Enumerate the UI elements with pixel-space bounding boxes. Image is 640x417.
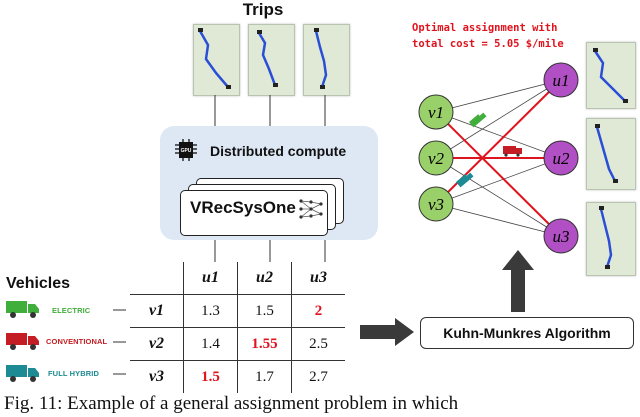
table-row: v3 1.5 1.7 2.7 bbox=[130, 360, 345, 393]
cost-matrix-table: u1 u2 u3 v1 1.3 1.5 2 v2 1.4 1.55 2.5 v3… bbox=[130, 262, 345, 393]
node-label: v2 bbox=[428, 149, 445, 168]
route-icon bbox=[198, 28, 231, 89]
truck-hybrid-icon bbox=[6, 363, 40, 388]
column-header: u2 bbox=[237, 262, 292, 295]
optimal-edges bbox=[435, 79, 562, 237]
row-header: v1 bbox=[130, 294, 184, 328]
trip-map-right-2 bbox=[586, 118, 636, 190]
node-v2: v2 bbox=[418, 140, 454, 176]
truck-on-edge-icon bbox=[456, 172, 474, 188]
optimal-line-1: Optimal assignment with bbox=[412, 22, 558, 34]
row-header: v3 bbox=[130, 360, 184, 393]
route-icon bbox=[595, 124, 618, 183]
truck-on-edge-icon bbox=[469, 112, 487, 128]
compute-title: Distributed compute bbox=[210, 143, 347, 159]
trip-map-3 bbox=[303, 24, 350, 96]
gpu-label: GPU bbox=[181, 148, 192, 154]
route-icon bbox=[599, 206, 613, 269]
node-v1: v1 bbox=[418, 94, 454, 130]
algorithm-box: Kuhn-Munkres Algorithm bbox=[420, 317, 634, 349]
algorithm-label: Kuhn-Munkres Algorithm bbox=[443, 325, 611, 341]
route-icon bbox=[314, 28, 328, 89]
gpu-chip-icon: GPU bbox=[174, 139, 198, 161]
model-name: VRecSysOne bbox=[190, 198, 296, 217]
trip-map-right-1 bbox=[586, 42, 636, 109]
node-u1: u1 bbox=[543, 62, 579, 98]
node-label: u2 bbox=[553, 149, 571, 168]
truck-conventional-icon bbox=[6, 331, 40, 356]
route-icon bbox=[593, 48, 628, 103]
optimal-line-2: total cost = 5.05 $/mile bbox=[412, 38, 564, 50]
model-card bbox=[180, 190, 328, 236]
node-label: u3 bbox=[553, 227, 570, 246]
optimal-assignment-text: Optimal assignment with total cost = 5.0… bbox=[412, 20, 564, 52]
node-u2: u2 bbox=[543, 140, 579, 176]
table-cell: 1.4 bbox=[183, 327, 238, 361]
arrow-right-icon bbox=[360, 318, 414, 346]
node-label: u1 bbox=[553, 71, 570, 90]
trip-map-1 bbox=[193, 24, 240, 96]
node-label: v3 bbox=[428, 195, 444, 214]
vehicle-label-hybrid: FULL HYBRID bbox=[48, 369, 99, 378]
table-cell: 1.7 bbox=[237, 360, 292, 393]
arrow-up-icon bbox=[502, 250, 534, 312]
route-icon bbox=[257, 30, 278, 87]
table-cell-selected: 1.55 bbox=[237, 327, 292, 361]
trip-map-right-3 bbox=[586, 202, 636, 276]
table-corner-cell bbox=[130, 262, 184, 295]
trips-title: Trips bbox=[242, 0, 284, 19]
node-u3: u3 bbox=[543, 218, 579, 254]
table-cell-selected: 1.5 bbox=[183, 360, 238, 393]
vehicles-title: Vehicles bbox=[6, 275, 71, 292]
network-icon bbox=[298, 196, 324, 227]
truck-on-edge-icon bbox=[503, 146, 522, 157]
table-cell: 2.7 bbox=[291, 360, 345, 393]
node-label: v1 bbox=[428, 103, 444, 122]
table-cell: 2.5 bbox=[291, 327, 345, 361]
figure-caption: Fig. 11: Example of a general assignment… bbox=[4, 393, 459, 414]
node-v3: v3 bbox=[418, 186, 454, 222]
trip-map-2 bbox=[248, 24, 295, 96]
vehicle-label-conventional: CONVENTIONAL bbox=[46, 337, 108, 346]
vehicle-label-electric: ELECTRIC bbox=[52, 306, 91, 315]
table-row: v2 1.4 1.55 2.5 bbox=[130, 327, 345, 361]
truck-electric-icon bbox=[6, 299, 40, 324]
